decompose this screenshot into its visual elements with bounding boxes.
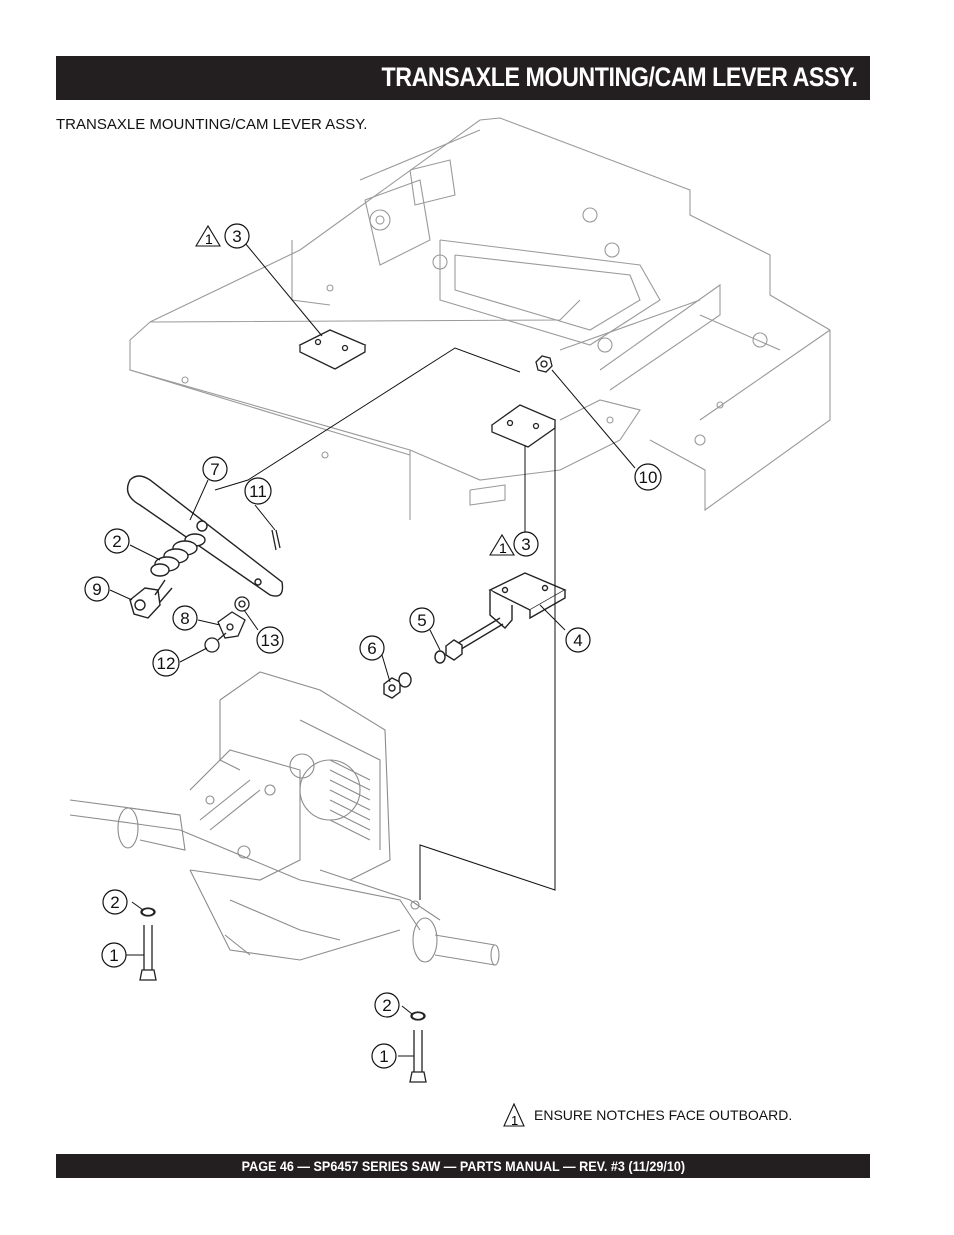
svg-text:4: 4 [573,631,582,650]
callout-7: 7 [202,456,228,482]
bolt-9 [129,579,173,619]
callout-5: 5 [409,607,435,633]
svg-text:10: 10 [639,468,658,487]
svg-text:6: 6 [367,639,376,658]
callout-8: 8 [172,605,198,631]
footnote-text: ENSURE NOTCHES FACE OUTBOARD. [534,1107,793,1123]
svg-text:2: 2 [382,996,391,1015]
washer-13 [234,596,250,612]
svg-text:2: 2 [110,893,119,912]
cotter-pin-11 [271,529,281,551]
washers-2 [141,907,425,1021]
callout-9: 9 [84,576,110,602]
svg-text:1: 1 [205,231,213,247]
callout-2-left: 2 [102,889,128,915]
cam-lever [126,475,284,597]
mounting-plate-lower [490,404,557,448]
title-bar: TRANSAXLE MOUNTING/CAM LEVER ASSY. [56,56,870,100]
bolt-5 [434,617,504,664]
callout-2-cam: 2 [104,528,130,554]
block-8 [217,611,246,639]
svg-text:5: 5 [417,611,426,630]
svg-text:3: 3 [521,535,530,554]
svg-text:2: 2 [112,532,121,551]
callouts: 3 3 7 11 2 9 8 13 12 5 6 4 10 2 1 2 1 [84,223,662,1069]
svg-text:9: 9 [92,580,101,599]
mounting-plate-upper [298,329,367,370]
svg-text:1: 1 [109,946,118,965]
svg-text:12: 12 [157,654,176,673]
nut-10 [535,355,553,373]
callout-6: 6 [359,635,385,661]
callout-2-right: 2 [374,992,400,1018]
svg-text:1: 1 [511,1113,518,1128]
callout-13: 13 [256,626,284,654]
note-triangle-upper: 1 [195,224,221,247]
bolt-12 [204,632,227,653]
transaxle [69,671,500,966]
footer-bar: PAGE 46 — SP6457 SERIES SAW — PARTS MANU… [56,1154,870,1178]
warning-triangle-icon: 1 [503,1102,525,1128]
nut-6 [383,672,412,699]
bolt-1-left [139,907,157,981]
callout-12: 12 [152,649,180,677]
bracket-4 [488,572,567,629]
callout-1-left: 1 [101,942,127,968]
note-triangle-lower: 1 [489,533,515,556]
callout-3-lower: 3 [513,531,539,557]
svg-text:8: 8 [180,609,189,628]
callout-4: 4 [565,627,591,653]
leader-lines [109,242,636,1057]
svg-text:1: 1 [499,540,507,556]
svg-text:3: 3 [232,227,241,246]
svg-text:1: 1 [379,1047,388,1066]
svg-text:7: 7 [210,460,219,479]
callout-10: 10 [634,463,662,491]
callout-11: 11 [244,477,272,505]
callout-1-right: 1 [371,1043,397,1069]
svg-text:11: 11 [249,482,267,501]
spring-2 [150,533,206,577]
callout-3-upper: 3 [224,223,250,249]
svg-text:13: 13 [261,631,280,650]
bolt-1-right [409,1011,427,1083]
section-subtitle: TRANSAXLE MOUNTING/CAM LEVER ASSY. [56,116,368,133]
page-title: TRANSAXLE MOUNTING/CAM LEVER ASSY. [381,62,858,92]
footer-text: PAGE 46 — SP6457 SERIES SAW — PARTS MANU… [241,1158,685,1174]
chassis-frame [129,117,831,520]
